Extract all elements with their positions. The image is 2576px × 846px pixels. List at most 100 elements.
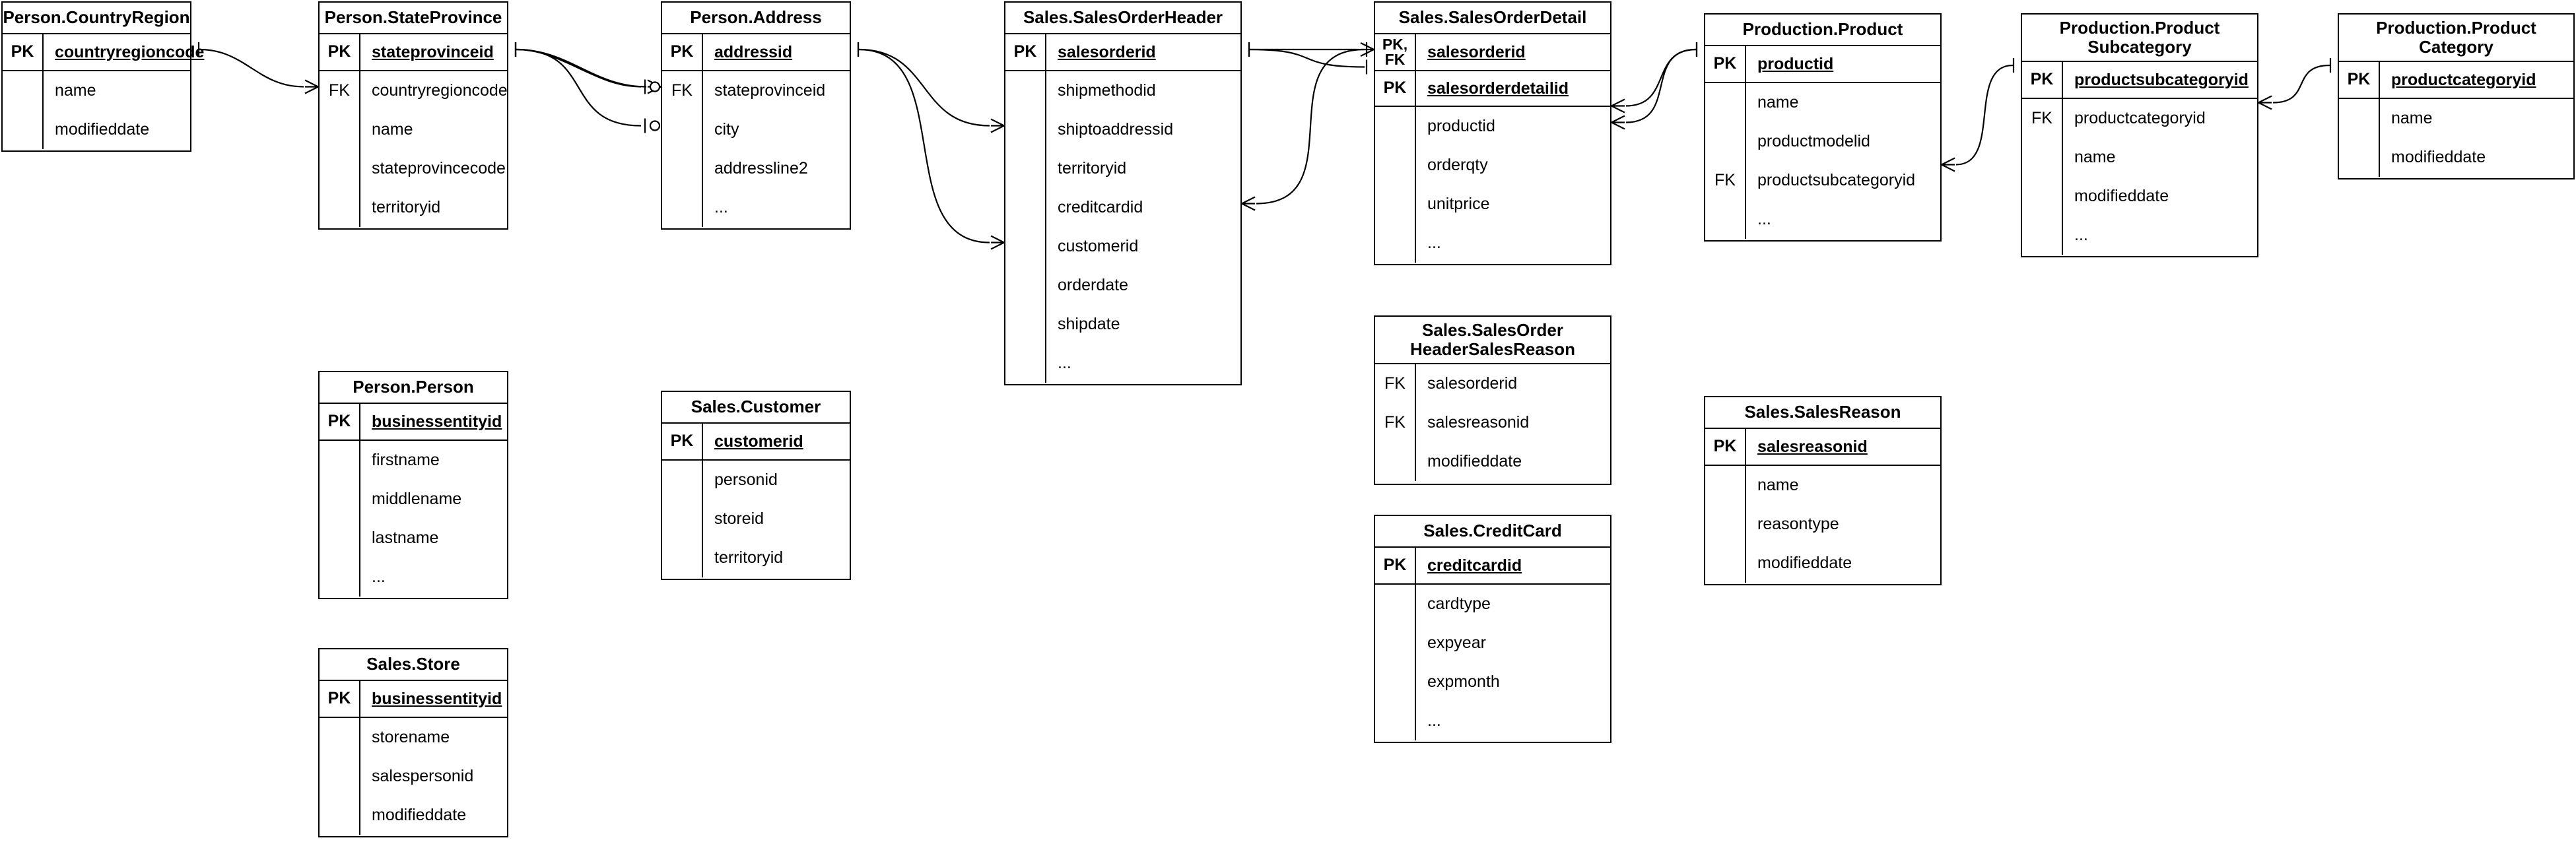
field-row[interactable]: name [2339,99,2573,138]
field-row[interactable]: productmodelid [1705,122,1940,161]
field-row[interactable]: modifieddate [3,110,190,149]
field-row[interactable]: expmonth [1375,663,1610,701]
key-marker [662,149,703,188]
entity-title: Production.Product Subcategory [2022,15,2257,62]
field-name: salesorderdetailid [1427,79,1569,98]
field-name: salesorderid [1058,42,1156,61]
field-row[interactable]: name [320,110,507,149]
field-name: city [714,120,739,139]
field-name: ... [1427,234,1441,252]
field-row[interactable]: modifieddate [320,796,507,835]
field-row[interactable]: modifieddate [2339,138,2573,177]
field-row[interactable]: name [1705,83,1940,122]
field-row[interactable]: expyear [1375,624,1610,663]
field-row[interactable]: cardtype [1375,585,1610,624]
field-row[interactable]: customerid [1005,227,1240,266]
field-row[interactable]: modifieddate [2022,177,2257,216]
field-name: orderdate [1058,276,1129,294]
field-row[interactable]: reasontype [1705,505,1940,544]
field-row[interactable]: storeid [662,500,850,538]
field-row[interactable]: shipdate [1005,305,1240,344]
field-row[interactable]: territoryid [320,188,507,227]
field-row[interactable]: ... [320,558,507,597]
field-row[interactable]: ... [662,188,850,227]
field-row[interactable]: orderqty [1375,146,1610,185]
field-row[interactable]: name [2022,138,2257,177]
field-row[interactable]: ... [2022,216,2257,255]
field-row[interactable]: city [662,110,850,149]
field-name: productsubcategoryid [1757,171,1916,189]
cardinality-many-rel-countryregion-stateprovince-to [304,79,319,94]
key-marker [1005,149,1046,188]
field-row[interactable]: productid [1375,107,1610,146]
field-row[interactable]: lastname [320,519,507,558]
field-row[interactable]: ... [1005,344,1240,383]
field-row[interactable]: creditcardid [1005,188,1240,227]
field-name: storename [372,728,450,746]
field-row[interactable]: personid [662,461,850,500]
key-marker [320,110,360,149]
field-row[interactable]: shiptoaddressid [1005,110,1240,149]
field-row[interactable]: territoryid [1005,149,1240,188]
key-marker: PK [662,34,703,70]
field-row[interactable]: modifieddate [1375,442,1610,481]
field-row[interactable]: salespersonid [320,757,507,796]
field-row[interactable]: shipmethodid [1005,71,1240,110]
field-row[interactable]: ... [1375,701,1610,740]
field-row[interactable]: addressline2 [662,149,850,188]
field-row[interactable]: ... [1375,224,1610,263]
key-marker [1375,146,1416,185]
field-row[interactable]: firstname [320,441,507,480]
field-row[interactable]: territoryid [662,538,850,577]
field-row[interactable]: ... [1705,200,1940,239]
field-name: shiptoaddressid [1058,120,1174,139]
field-row[interactable]: modifieddate [1705,544,1940,583]
field-row[interactable]: middlename [320,480,507,519]
entity-title: Sales.SalesOrderDetail [1375,3,1610,34]
field-row[interactable]: stateprovincecode [320,149,507,188]
field-row[interactable]: unitprice [1375,185,1610,224]
field-row[interactable]: orderdate [1005,266,1240,305]
field-row[interactable]: name [1705,466,1940,505]
field-row[interactable]: storename [320,718,507,757]
field-name: stateprovincecode [372,159,506,178]
field-row[interactable]: name [3,71,190,110]
